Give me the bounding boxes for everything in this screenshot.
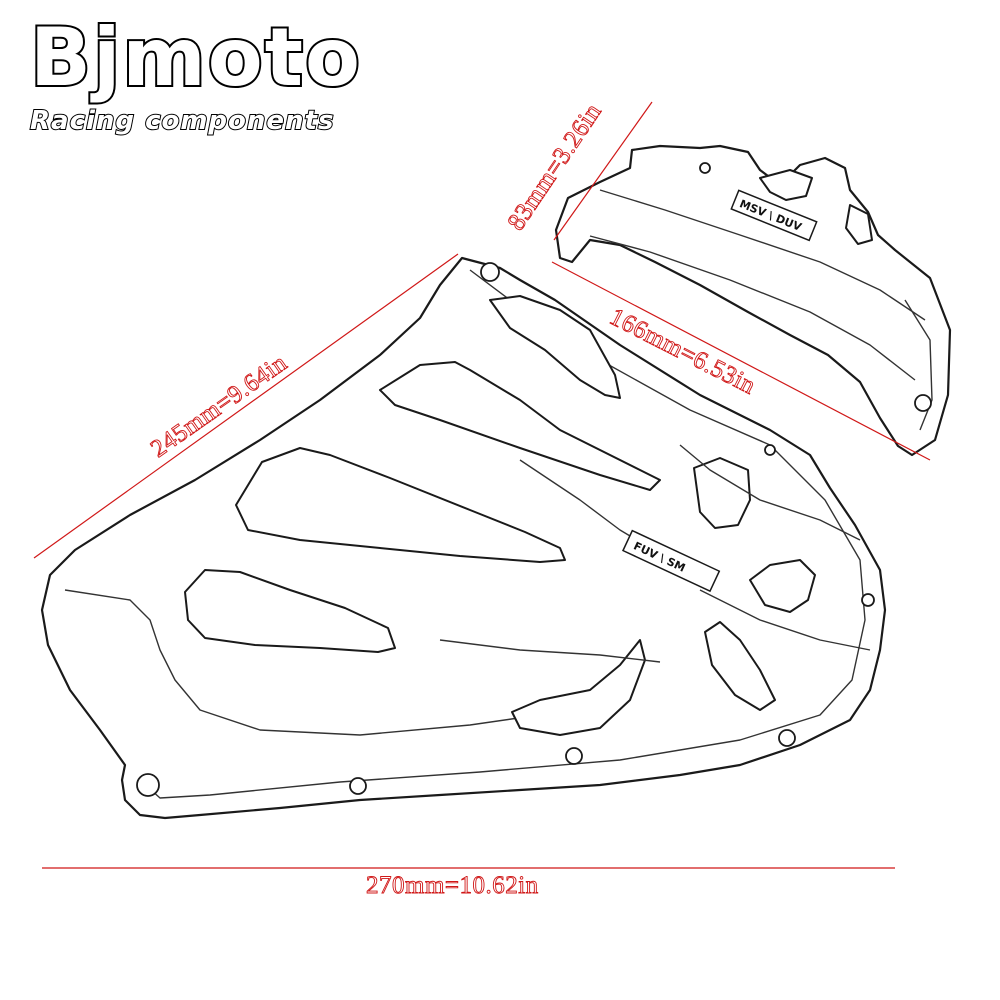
dimension-line-plate-length [33, 253, 459, 559]
dimension-line-cover-height [553, 101, 653, 241]
upper-cover-part: MSV \ DUV [554, 144, 952, 457]
skid-plate-hole-3 [349, 777, 367, 795]
skid-plate-pocket-1 [693, 457, 751, 529]
skid-plate-hole-6 [861, 593, 875, 607]
upper-cover-ridge-2 [589, 235, 916, 381]
upper-cover-leg [904, 299, 933, 431]
skid-plate-hole-1 [480, 262, 500, 282]
skid-plate-hole-2 [136, 773, 160, 797]
skid-plate-pocket-2 [749, 559, 816, 613]
skid-plate-hole-5 [778, 729, 796, 747]
plate-emblem [621, 529, 721, 593]
cover-emblem [730, 189, 818, 242]
upper-cover-ridge [599, 189, 926, 321]
skid-plate-part: FUV \ SM [40, 256, 887, 820]
skid-plate-edge [64, 589, 561, 736]
upper-cover-hole [914, 394, 932, 412]
skid-plate-pocket-3 [704, 621, 776, 711]
skid-plate-ridge-1 [679, 444, 861, 541]
skid-plate-rim [139, 269, 866, 799]
brand-subtitle: Racing components [29, 106, 335, 136]
skid-plate-hole-4 [565, 747, 583, 765]
skid-plate-cutout-2 [235, 447, 566, 563]
brand-title: Bjmoto [28, 11, 362, 104]
upper-cover-notch [759, 169, 813, 201]
skid-plate-hole-7 [764, 444, 776, 456]
dimension-plate-width: 270mm=10.62in [42, 867, 895, 899]
skid-plate-cutout-4 [489, 295, 621, 399]
skid-plate-ridge-2 [699, 589, 871, 651]
upper-cover-hole-2 [699, 162, 711, 174]
skid-plate-ridge-3 [439, 639, 661, 663]
dimension-label-plate-width: 270mm=10.62in [366, 872, 539, 899]
brand-logo: Bjmoto Racing components [28, 16, 362, 138]
skid-plate-cutout-3 [184, 569, 396, 653]
dimension-line-cover-width [551, 261, 931, 461]
skid-plate-cutout-1 [379, 361, 661, 491]
upper-cover-notch-2 [845, 204, 873, 245]
